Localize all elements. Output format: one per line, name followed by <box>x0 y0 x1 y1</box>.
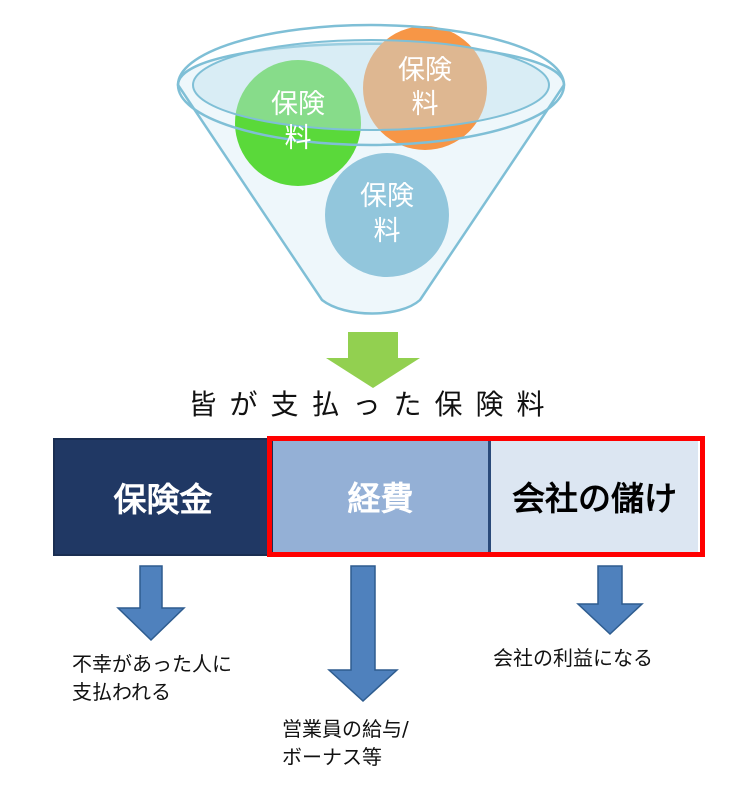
caption-profit: 会社の利益になる <box>493 644 653 672</box>
caption-expenses: 営業員の給与/ ボーナス等 <box>282 715 409 771</box>
segment-insurance-payout-label: 保険金 <box>113 480 213 519</box>
ball-green-label-1: 保険 <box>271 89 325 120</box>
diagram-title: 皆が支払った保険料 <box>188 388 558 421</box>
caption-expenses-line-1: 営業員の給与/ <box>282 717 409 741</box>
premium-ball-green <box>235 60 361 186</box>
segment-profit: 会社の儲け <box>488 440 698 552</box>
segment-expenses: 経費 <box>273 440 488 552</box>
premium-ball-orange <box>363 26 487 150</box>
segment-insurance-payout: 保険金 <box>53 438 273 556</box>
caption-profit-line-1: 会社の利益になる <box>493 646 653 670</box>
ball-blue-label-1: 保険 <box>360 181 414 212</box>
caption-insurance-payout-line-1: 不幸があった人に <box>72 652 232 676</box>
segment-profit-label: 会社の儲け <box>512 479 677 518</box>
ball-orange-label-1: 保険 <box>398 55 452 86</box>
green-down-arrow <box>326 332 420 388</box>
caption-insurance-payout-line-2: 支払われる <box>72 680 171 704</box>
down-arrow-profit <box>576 565 644 636</box>
ball-blue-label-2: 料 <box>374 216 401 247</box>
funnel-rim-outer <box>176 23 566 147</box>
down-arrow-insurance <box>116 565 186 642</box>
caption-insurance-payout: 不幸があった人に 支払われる <box>72 650 232 706</box>
funnel-rim-inner <box>192 39 550 131</box>
down-arrow-expenses <box>327 565 399 703</box>
segment-expenses-label: 経費 <box>347 479 414 518</box>
ball-green-label-2: 料 <box>285 123 312 154</box>
ball-orange-label-2: 料 <box>412 89 439 120</box>
premium-ball-blue <box>325 153 449 277</box>
caption-expenses-line-2: ボーナス等 <box>282 745 382 769</box>
